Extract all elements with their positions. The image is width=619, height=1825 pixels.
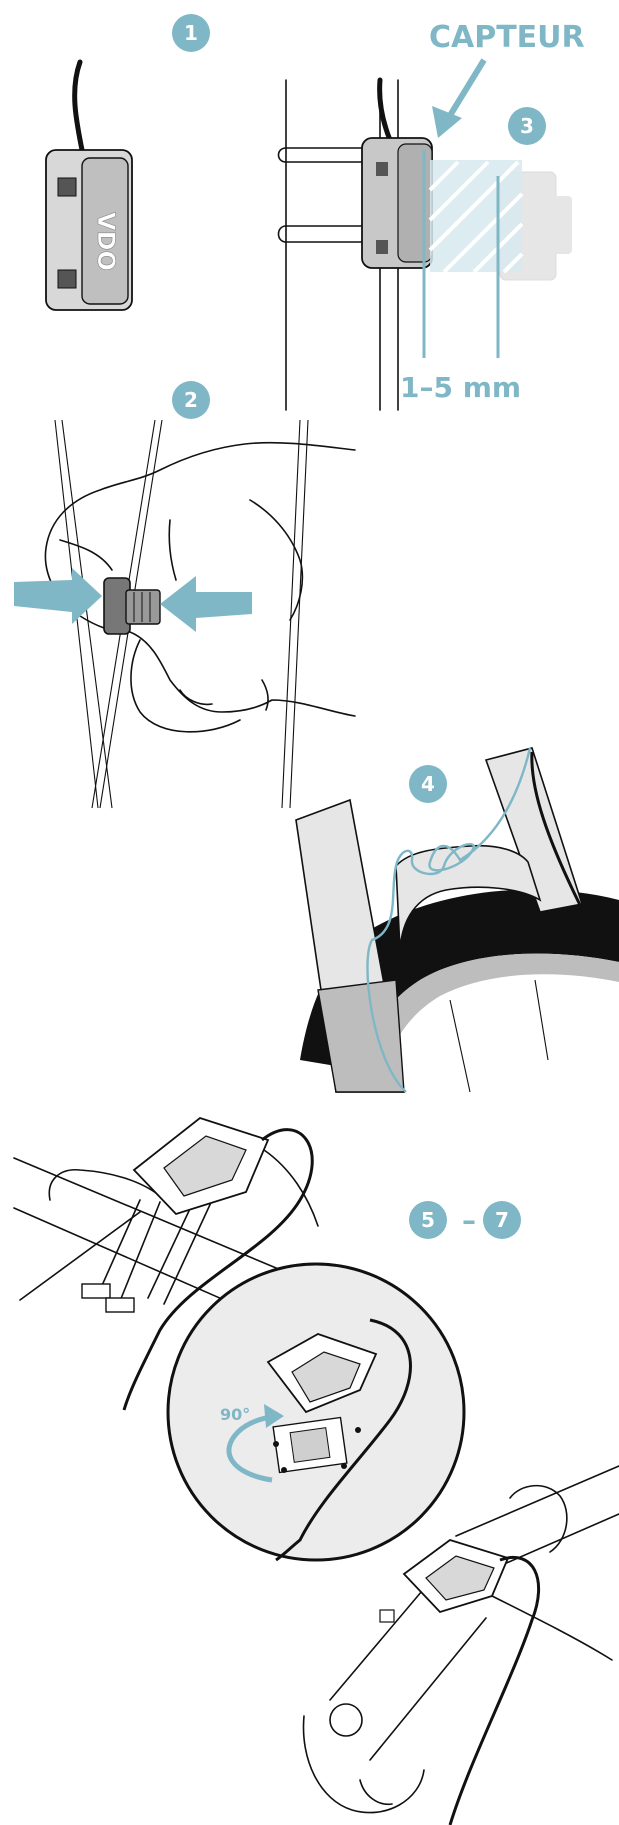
step2-hand-illustration (14, 420, 355, 808)
step-range-dash: – (462, 1204, 476, 1237)
step-number-4: 4 (421, 772, 435, 796)
step-number-1: 1 (184, 21, 198, 45)
gap-label: 1–5 mm (400, 371, 521, 404)
angle-label: 90° (220, 1405, 250, 1424)
step4-wheel-illustration (296, 748, 619, 1092)
step-badge-2: 2 (172, 381, 210, 419)
step-number-5: 5 (421, 1208, 435, 1232)
gap-hatch (430, 160, 522, 272)
step-badge-4: 4 (409, 765, 447, 803)
step1-sensor-illustration: VDO (46, 62, 132, 310)
step-number-2: 2 (184, 388, 198, 412)
step-badge-5: 5 (409, 1201, 447, 1239)
step-number-3: 3 (520, 114, 534, 138)
step-badge-3: 3 (508, 107, 546, 145)
sensor-brand-label: VDO (92, 212, 120, 271)
sensor-label: CAPTEUR (429, 20, 585, 55)
zoom-detail-circle (168, 1264, 464, 1560)
step-badge-7: 7 (483, 1201, 521, 1239)
step-badge-1: 1 (172, 14, 210, 52)
step-number-7: 7 (495, 1208, 509, 1232)
